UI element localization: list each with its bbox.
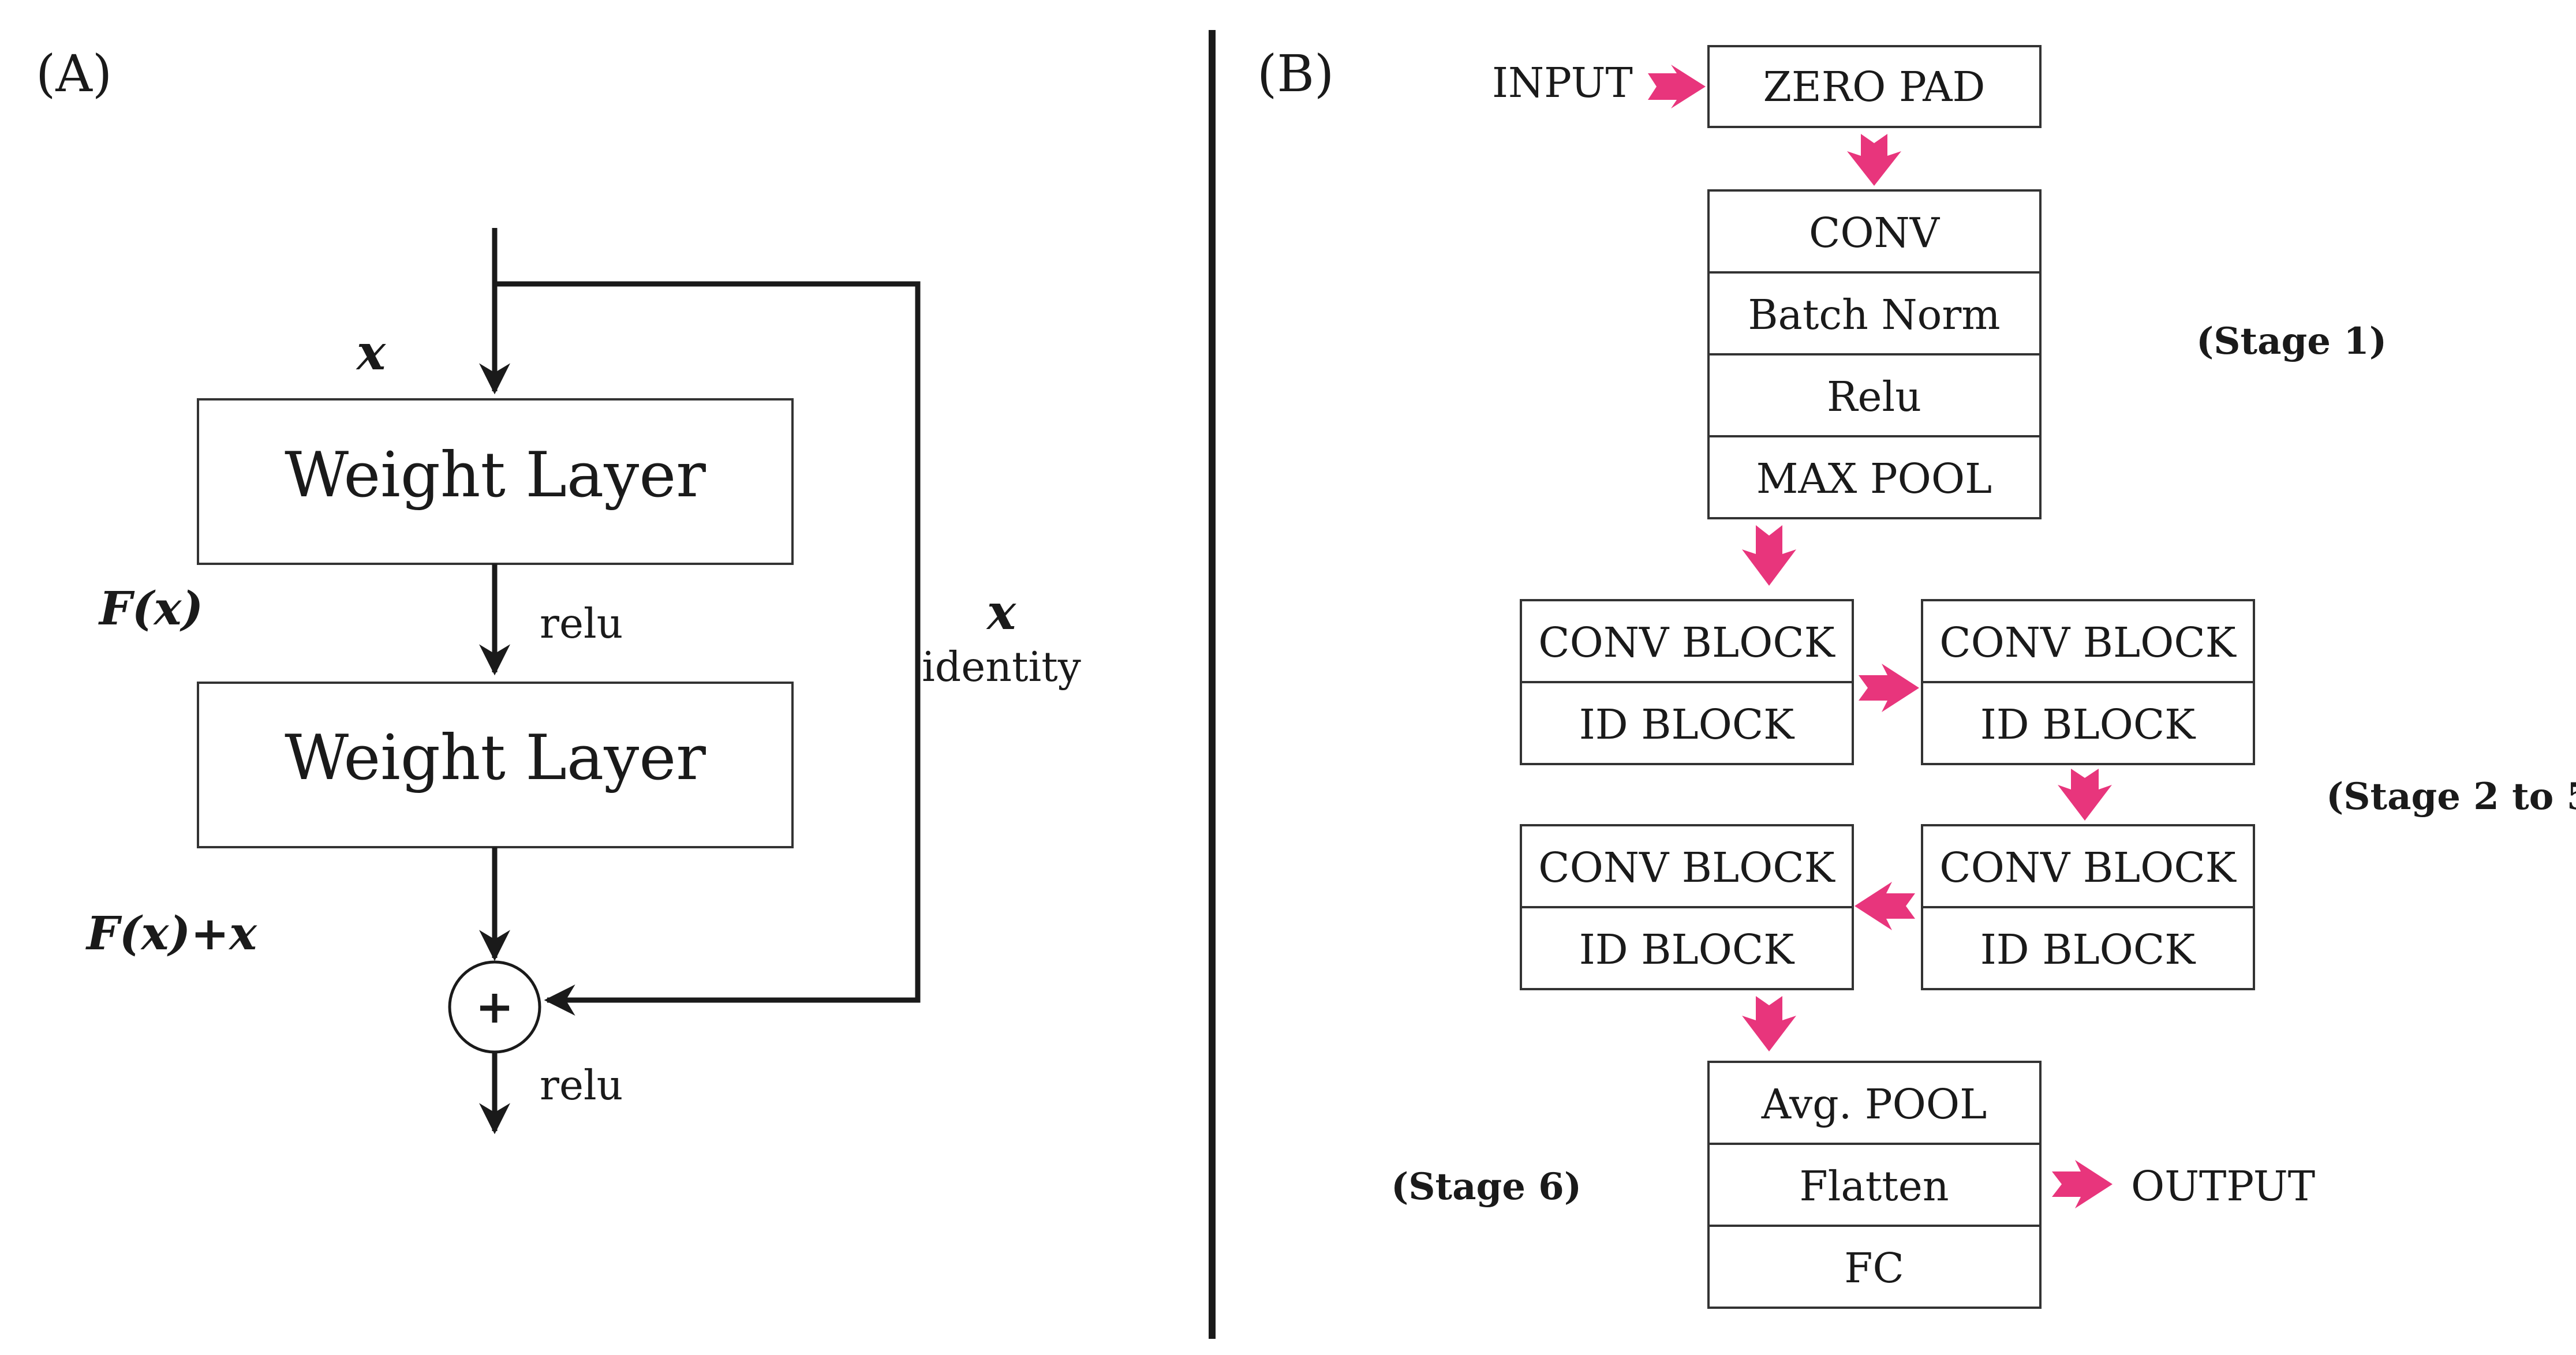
block4-id-label: ID BLOCK (1579, 926, 1795, 974)
block-group-4: CONV BLOCK ID BLOCK (1520, 824, 1854, 990)
block-group-3: CONV BLOCK ID BLOCK (1921, 824, 2255, 990)
block4-conv-label: CONV BLOCK (1538, 844, 1835, 892)
panel-a-label: (A) (36, 44, 112, 103)
x-skip-label: x (986, 583, 1016, 641)
fx-label: F(x) (98, 581, 203, 635)
arrow-to-stage1 (1847, 134, 1901, 186)
arrow-block1-to-block2 (1859, 664, 1919, 712)
zero-pad-box (1707, 45, 2042, 128)
arrow-block3-to-block4 (1855, 882, 1915, 930)
block2-conv-label: CONV BLOCK (1939, 619, 2237, 667)
relu-out-label: relu (540, 1061, 623, 1109)
block-group-1: CONV BLOCK ID BLOCK (1520, 599, 1854, 765)
panel-b: (B) INPUT ZERO PAD CONV Batch Norm Relu … (1257, 44, 2576, 1309)
stage6-layer-avgpool: Avg. POOL (1761, 1080, 1987, 1128)
stage1-layer-conv: CONV (1809, 209, 1941, 257)
weight-layer-2 (197, 682, 794, 848)
block3-conv-label: CONV BLOCK (1939, 844, 2237, 892)
plus-icon: + (475, 979, 514, 1034)
stage1-stack: CONV Batch Norm Relu MAX POOL (1707, 189, 2042, 519)
block-group-2: CONV BLOCK ID BLOCK (1921, 599, 2255, 765)
stage1-layer-maxpool: MAX POOL (1756, 455, 1992, 503)
identity-label: identity (922, 643, 1081, 691)
panel-a: (A) x Weight Layer F(x) relu x identity … (36, 44, 1081, 1135)
stage6-layer-flatten: Flatten (1799, 1162, 1949, 1210)
relu-mid-label: relu (540, 600, 623, 647)
panel-b-label: (B) (1257, 44, 1334, 103)
stage6-layer-fc: FC (1844, 1244, 1904, 1292)
weight-layer-1-label: Weight Layer (285, 439, 706, 511)
output-arrow-pink (2052, 1160, 2113, 1208)
stage2to5-label: (Stage 2 to 5) (2326, 775, 2576, 818)
stage1-layer-relu: Relu (1827, 373, 1921, 421)
fx-plus-x-label: F(x)+x (85, 906, 257, 960)
arrow-block2-to-block3 (2058, 769, 2112, 821)
input-label: INPUT (1492, 59, 1633, 107)
x-top-label: x (356, 324, 386, 381)
weight-layer-1 (197, 398, 794, 565)
weight-layer-2-label: Weight Layer (285, 722, 706, 794)
block2-id-label: ID BLOCK (1980, 701, 2196, 748)
arrow-to-stage2 (1742, 525, 1796, 586)
arrow-to-stage6 (1742, 996, 1796, 1051)
stage1-layer-batchnorm: Batch Norm (1748, 291, 2000, 339)
skip-connection (495, 281, 921, 1016)
stage1-label: (Stage 1) (2196, 320, 2387, 363)
block3-id-label: ID BLOCK (1980, 926, 2196, 974)
stage6-stack: Avg. POOL Flatten FC (1707, 1061, 2042, 1309)
block1-id-label: ID BLOCK (1579, 701, 1795, 748)
input-arrow-pink (1648, 65, 1706, 108)
stage6-label: (Stage 6) (1391, 1165, 1582, 1208)
block1-conv-label: CONV BLOCK (1538, 619, 1835, 667)
zero-pad-label: ZERO PAD (1763, 63, 1986, 111)
output-label: OUTPUT (2131, 1162, 2315, 1210)
